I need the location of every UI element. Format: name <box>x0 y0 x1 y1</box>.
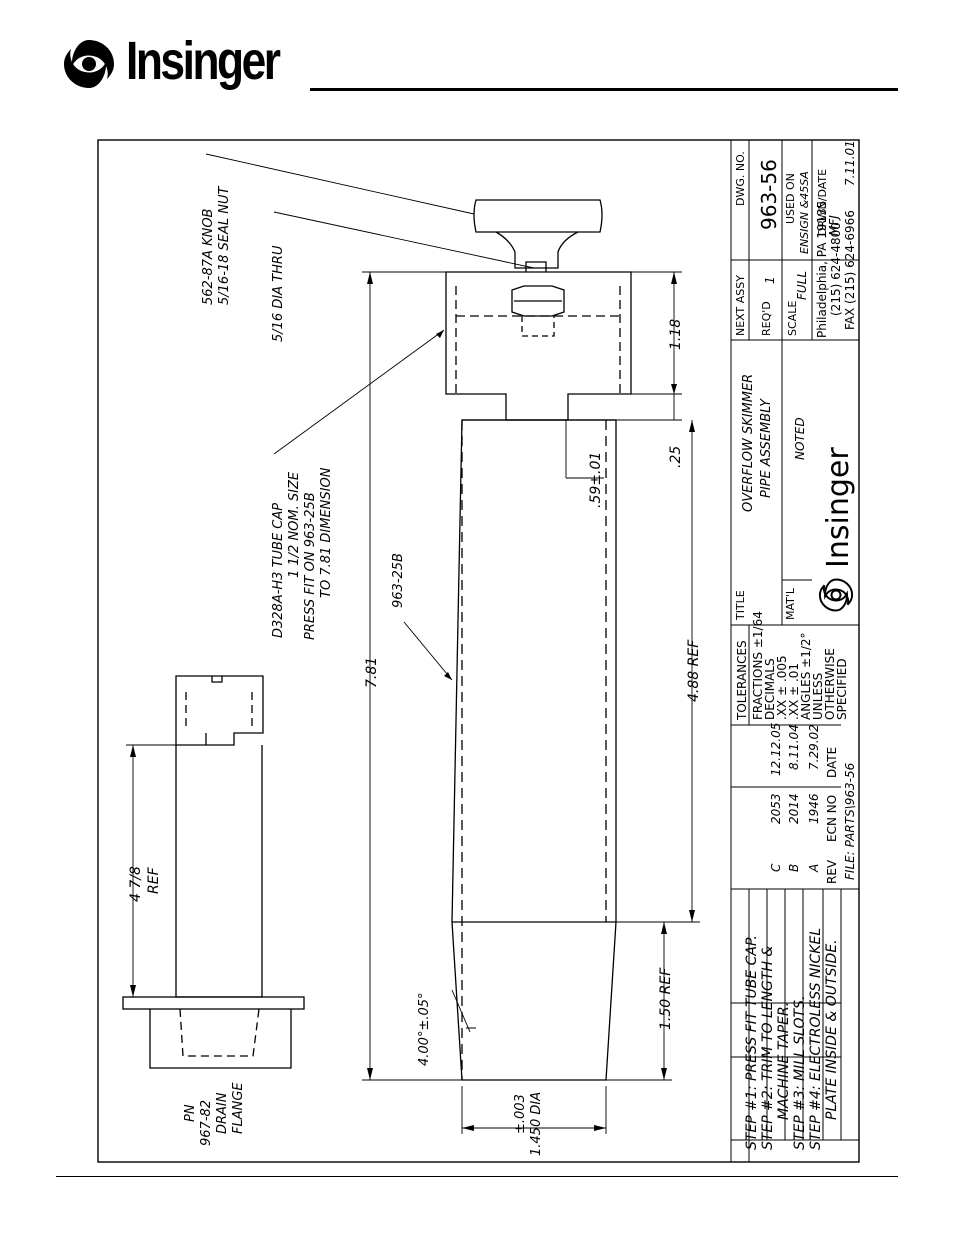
dim-pipe-length: 4.88 REF <box>686 639 702 702</box>
flange-label-line: DRAIN <box>215 1092 230 1134</box>
drawing-text: FAX (215) 624-6966 <box>843 210 857 330</box>
cap-label-line: PRESS FIT ON 963-25B <box>303 492 318 640</box>
scale-label: SCALE <box>786 301 799 336</box>
insinger-logo-icon <box>64 40 114 88</box>
drawing-text: FRACTIONS ±1/64 <box>751 611 765 720</box>
drawing-text: OTHERWISE <box>823 648 837 720</box>
drawing-text: SPECIFIED <box>835 658 849 720</box>
used-on-label: USED ON <box>784 173 797 224</box>
flange-label-line: PN <box>183 1104 198 1122</box>
drawing-text: REF <box>146 866 162 894</box>
flange-label-line: 967-82 <box>199 1100 214 1146</box>
drwn-date: 7.11.01 <box>843 140 857 186</box>
dim-overall: 7.81 <box>364 657 380 688</box>
pipe-assembly <box>445 199 632 1081</box>
knob-label-line: 5/16-18 SEAL NUT <box>217 185 232 305</box>
flange-label-line: FLANGE <box>231 1082 246 1134</box>
drwn-value: MFJ <box>827 215 841 236</box>
drawing-text: 4 7/8 <box>128 866 144 902</box>
cap-label-line: TO 7.81 DIMENSION <box>319 467 334 598</box>
cap-label-line: 1 1/2 NOM. SIZE <box>287 471 302 578</box>
next-assy-label: NEXT ASSY <box>734 275 747 336</box>
ecn-a: 1946 <box>807 793 821 824</box>
insinger-logo-icon <box>818 578 854 612</box>
pipe-label: 963-25B <box>391 553 406 608</box>
drawing-text: .XX ± .005 <box>775 655 789 720</box>
date-header: DATE <box>825 747 839 778</box>
rev-c: C <box>769 863 783 872</box>
drawing-text: PIPE ASSEMBLY <box>759 398 774 498</box>
reqd-value: 1 <box>763 276 777 284</box>
company-address: Philadelphia, PA 19135 (215) 624-4800 FA… <box>815 201 857 338</box>
step-line: STEP #1: PRESS FIT TUBE CAP. <box>744 935 760 1150</box>
dim-angle: 4.00°±.05° <box>417 992 432 1066</box>
rev-b: B <box>787 864 801 872</box>
reqd-label: REQ'D <box>760 301 773 336</box>
footer-rule <box>56 1176 898 1177</box>
dim-gap: .25 <box>668 446 684 468</box>
pipe-label-line: 963-25B <box>391 553 406 608</box>
header-rule <box>310 88 898 91</box>
brand-name: Insinger <box>126 31 281 91</box>
date-c: 12.12.05 <box>769 723 783 776</box>
drawing-text: OVERFLOW SKIMMER <box>741 374 756 512</box>
dim-dia: 1.450 DIA <box>529 1092 544 1156</box>
drawing-text: (215) 624-4800 <box>829 222 843 316</box>
knob-label-line: 562-87A KNOB <box>201 208 216 305</box>
drawing-text: TOLERANCES <box>735 640 749 721</box>
scale-value: FULL <box>795 271 809 300</box>
matl-label: MAT'L <box>784 587 797 620</box>
cap-label: D328A-H3 TUBE CAP 1 1/2 NOM. SIZE PRESS … <box>271 467 334 640</box>
file-path: FILE: PARTS\963-56 <box>843 762 857 880</box>
dim-taper-length: 1.50 REF <box>658 967 674 1030</box>
company-name: Insinger <box>821 447 856 568</box>
knob-label: 562-87A KNOB 5/16-18 SEAL NUT <box>201 185 232 305</box>
dwg-no-value: 963-56 <box>757 159 781 230</box>
title-label: TITLE <box>734 590 747 621</box>
dim-dia-tolerance: ±.003 <box>513 1094 528 1134</box>
dwg-no-label: DWG. NO. <box>734 151 747 206</box>
drawing-text: DECIMALS <box>763 658 777 720</box>
thru-label-line: 5/16 DIA THRU <box>271 245 286 342</box>
step-line: MACHINE TAPER. <box>776 1002 792 1120</box>
ecn-b: 2014 <box>787 793 801 824</box>
drawing-text: ANGLES ±1/2° <box>799 632 813 720</box>
drawing-text: Philadelphia, PA 19135 <box>815 201 829 338</box>
drwn-label: DRWN/DATE <box>816 169 829 236</box>
drawing-text: .XX ± .01 <box>787 663 801 720</box>
date-a: 7.29.02 <box>807 724 821 770</box>
ecn-c: 2053 <box>769 793 783 824</box>
matl-value: NOTED <box>793 417 807 460</box>
dimension-lines <box>126 153 700 1134</box>
used-on-value: ENSIGN &45SA <box>798 171 811 254</box>
flange-label: PN 967-82 DRAIN FLANGE <box>183 1082 246 1146</box>
dim-flange-length: 4 7/8 REF <box>128 866 162 902</box>
steps-notes: STEP #1: PRESS FIT TUBE CAP. STEP #2: TR… <box>744 928 840 1150</box>
dim-slot: .59±.01 <box>588 452 604 508</box>
title-block <box>730 139 860 1163</box>
arrowheads <box>130 272 695 1131</box>
rev-header: REV <box>825 859 839 884</box>
step-line: PLATE INSIDE & OUTSIDE. <box>824 939 840 1120</box>
rev-a: A <box>807 864 821 873</box>
tolerances: TOLERANCES FRACTIONS ±1/64 DECIMALS .XX … <box>735 611 849 721</box>
drawing-title: OVERFLOW SKIMMER PIPE ASSEMBLY <box>741 374 774 512</box>
step-line: STEP #3: MILL SLOTS. <box>792 996 808 1150</box>
step-line: STEP #4: ELECTROLESS NICKEL <box>808 928 824 1150</box>
step-line: STEP #2: TRIM TO LENGTH & <box>760 946 776 1150</box>
drawing-text: UNLESS <box>811 673 825 720</box>
date-b: 8.11.04 <box>787 724 801 770</box>
ecn-header: ECN NO <box>825 795 839 842</box>
page-header: Insinger <box>0 0 954 110</box>
cap-label-line: D328A-H3 TUBE CAP <box>271 503 286 638</box>
thru-label: 5/16 DIA THRU <box>271 245 286 342</box>
dim-cap-length: 1.18 <box>668 319 684 350</box>
revision-table: C 2053 12.12.05 B 2014 8.11.04 A 1946 7.… <box>769 723 857 884</box>
